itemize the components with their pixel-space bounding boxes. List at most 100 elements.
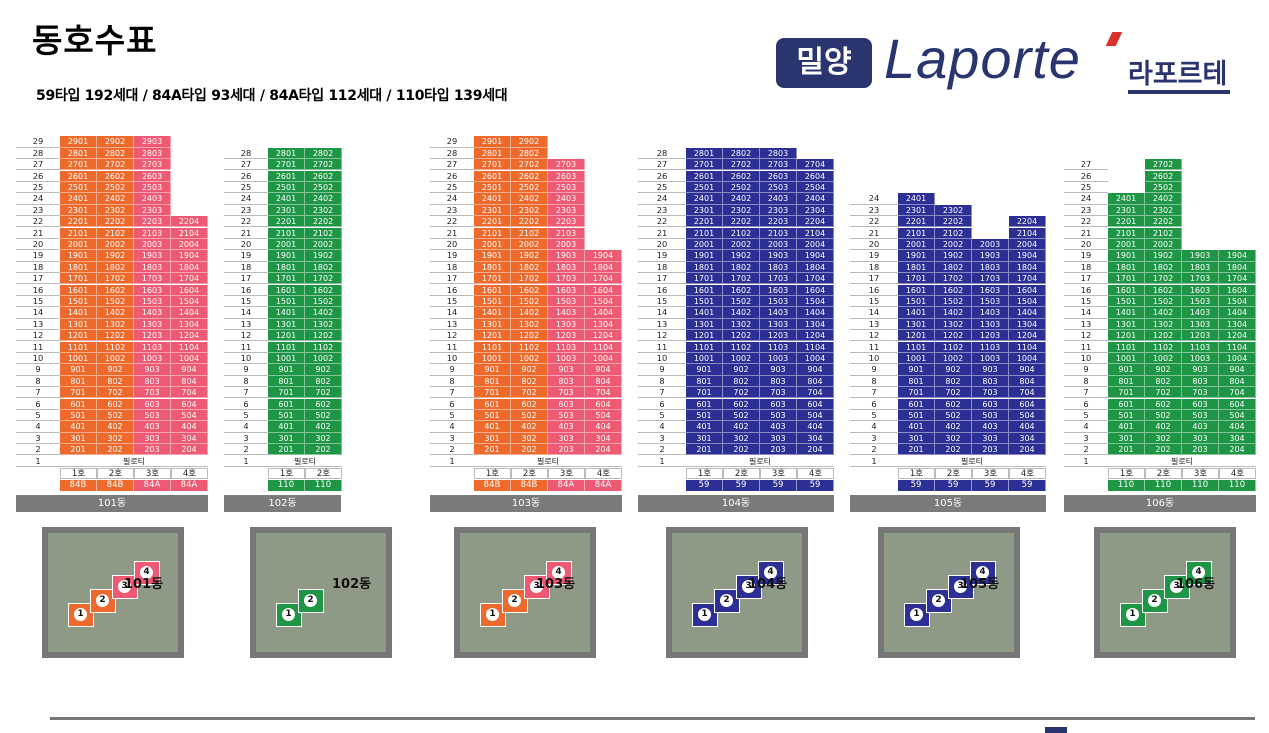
unit-cell[interactable]: 601	[898, 398, 935, 410]
unit-cell[interactable]: 1403	[1182, 307, 1219, 319]
unit-cell[interactable]: 1104	[797, 341, 834, 353]
unit-cell[interactable]: 1003	[760, 352, 797, 365]
unit-cell[interactable]: 502	[1145, 409, 1182, 422]
unit-cell[interactable]: 1201	[60, 330, 97, 342]
unit-cell[interactable]: 503	[548, 409, 585, 422]
unit-cell[interactable]: 2803	[760, 147, 797, 160]
unit-cell[interactable]: 301	[60, 432, 97, 445]
unit-cell[interactable]: 1602	[1145, 284, 1182, 296]
unit-cell[interactable]: 301	[898, 432, 935, 445]
unit-cell[interactable]: 2501	[686, 181, 723, 194]
unit-cell[interactable]: 1902	[723, 250, 760, 262]
unit-cell[interactable]: 1503	[548, 295, 585, 308]
unit-cell[interactable]: 201	[1108, 444, 1145, 456]
unit-cell[interactable]: 2101	[474, 227, 511, 239]
unit-cell[interactable]: 804	[171, 375, 208, 388]
unit-cell[interactable]: 1704	[1009, 273, 1046, 285]
unit-cell[interactable]: 2703	[134, 159, 171, 171]
unit-cell[interactable]: 2702	[723, 159, 760, 171]
unit-cell[interactable]: 701	[60, 387, 97, 399]
unit-cell[interactable]: 2202	[305, 216, 342, 228]
unit-cell[interactable]: 2501	[60, 181, 97, 194]
unit-cell[interactable]: 1703	[760, 273, 797, 285]
unit-cell[interactable]: 504	[797, 409, 834, 422]
unit-cell[interactable]: 802	[723, 375, 760, 388]
unit-cell[interactable]: 1201	[474, 330, 511, 342]
unit-cell[interactable]: 704	[1219, 387, 1256, 399]
unit-cell[interactable]: 1802	[723, 261, 760, 274]
unit-cell[interactable]: 702	[723, 387, 760, 399]
unit-cell[interactable]: 1901	[474, 250, 511, 262]
unit-cell[interactable]: 601	[686, 398, 723, 410]
unit-cell[interactable]: 2802	[723, 147, 760, 160]
unit-cell[interactable]: 1202	[935, 330, 972, 342]
unit-cell[interactable]: 1401	[474, 307, 511, 319]
unit-cell[interactable]: 2202	[511, 216, 548, 228]
unit-cell[interactable]: 2001	[268, 238, 305, 251]
unit-cell[interactable]: 2403	[548, 193, 585, 205]
unit-cell[interactable]: 404	[171, 421, 208, 433]
unit-cell[interactable]: 1704	[797, 273, 834, 285]
unit-cell[interactable]: 1504	[171, 295, 208, 308]
unit-cell[interactable]: 404	[1219, 421, 1256, 433]
unit-cell[interactable]: 1303	[760, 318, 797, 331]
unit-cell[interactable]: 1404	[585, 307, 622, 319]
unit-cell[interactable]: 2502	[305, 181, 342, 194]
unit-cell[interactable]: 202	[1145, 444, 1182, 456]
unit-cell[interactable]: 1403	[972, 307, 1009, 319]
unit-cell[interactable]: 802	[1145, 375, 1182, 388]
unit-cell[interactable]: 1501	[1108, 295, 1145, 308]
unit-cell[interactable]: 2802	[511, 147, 548, 160]
unit-cell[interactable]: 1203	[1182, 330, 1219, 342]
unit-cell[interactable]: 2204	[171, 216, 208, 228]
unit-cell[interactable]: 2203	[548, 216, 585, 228]
unit-cell[interactable]: 2601	[268, 170, 305, 182]
unit-cell[interactable]: 2102	[723, 227, 760, 239]
unit-cell[interactable]: 1003	[1182, 352, 1219, 365]
unit-cell[interactable]: 1801	[898, 261, 935, 274]
unit-cell[interactable]: 402	[97, 421, 134, 433]
unit-cell[interactable]: 2502	[1145, 181, 1182, 194]
unit-cell[interactable]: 1801	[686, 261, 723, 274]
unit-cell[interactable]: 1402	[97, 307, 134, 319]
unit-cell[interactable]: 1301	[60, 318, 97, 331]
unit-cell[interactable]: 504	[585, 409, 622, 422]
unit-cell[interactable]: 904	[585, 364, 622, 376]
unit-cell[interactable]: 2401	[268, 193, 305, 205]
unit-cell[interactable]: 2901	[60, 136, 97, 148]
unit-cell[interactable]: 2301	[268, 204, 305, 217]
unit-cell[interactable]: 1101	[1108, 341, 1145, 353]
unit-cell[interactable]: 304	[797, 432, 834, 445]
unit-cell[interactable]: 603	[134, 398, 171, 410]
unit-cell[interactable]: 603	[548, 398, 585, 410]
unit-cell[interactable]: 202	[935, 444, 972, 456]
unit-cell[interactable]: 1402	[511, 307, 548, 319]
unit-cell[interactable]: 1801	[474, 261, 511, 274]
unit-cell[interactable]: 501	[60, 409, 97, 422]
unit-cell[interactable]: 2303	[548, 204, 585, 217]
unit-cell[interactable]: 1501	[268, 295, 305, 308]
unit-cell[interactable]: 203	[972, 444, 1009, 456]
unit-cell[interactable]: 1301	[1108, 318, 1145, 331]
unit-cell[interactable]: 2501	[268, 181, 305, 194]
unit-cell[interactable]: 504	[1219, 409, 1256, 422]
unit-cell[interactable]: 1003	[134, 352, 171, 365]
unit-cell[interactable]: 2003	[760, 238, 797, 251]
unit-cell[interactable]: 804	[1009, 375, 1046, 388]
unit-cell[interactable]: 504	[171, 409, 208, 422]
unit-cell[interactable]: 2102	[511, 227, 548, 239]
unit-cell[interactable]: 2301	[60, 204, 97, 217]
unit-cell[interactable]: 203	[1182, 444, 1219, 456]
unit-cell[interactable]: 601	[1108, 398, 1145, 410]
unit-cell[interactable]: 1003	[972, 352, 1009, 365]
unit-cell[interactable]: 2502	[723, 181, 760, 194]
unit-cell[interactable]: 2601	[474, 170, 511, 182]
unit-cell[interactable]: 1603	[1182, 284, 1219, 296]
unit-cell[interactable]: 2401	[686, 193, 723, 205]
unit-cell[interactable]: 902	[97, 364, 134, 376]
unit-cell[interactable]: 2702	[305, 159, 342, 171]
unit-cell[interactable]: 501	[898, 409, 935, 422]
unit-cell[interactable]: 2301	[474, 204, 511, 217]
unit-cell[interactable]: 1004	[1009, 352, 1046, 365]
unit-cell[interactable]: 402	[305, 421, 342, 433]
